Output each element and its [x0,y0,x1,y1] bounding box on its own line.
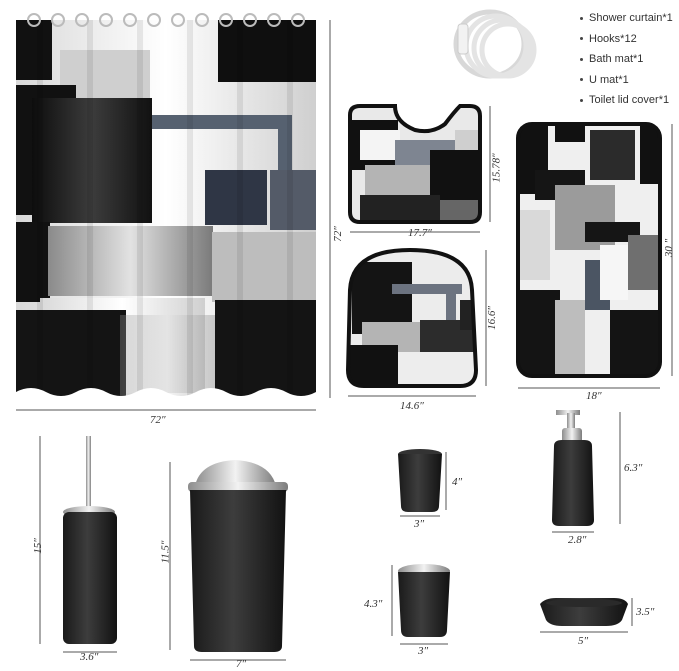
dispenser-height-label: 6.3″ [624,462,643,474]
curtain-width-label: 72″ [150,414,166,426]
bathmat-width-label: 18″ [586,390,602,402]
bin-width-label: 7″ [236,658,247,670]
lid-width-label: 14.6″ [400,400,424,412]
soapdish-width-label: 5″ [578,635,589,647]
list-item: Toilet lid cover*1 [580,90,673,111]
list-item: Hooks*12 [580,29,673,50]
bullet-icon [580,98,583,102]
bullet-icon [580,37,583,41]
hooks-image [453,9,537,79]
cup-height-label: 4″ [452,476,463,488]
bullet-icon [580,16,583,20]
dispenser-width-label: 2.8″ [568,534,587,546]
list-item: Shower curtain*1 [580,8,673,29]
list-item: Bath mat*1 [580,49,673,70]
cup-width-label: 3″ [414,518,425,530]
list-item: U mat*1 [580,70,673,91]
soapdish-height-label: 3.5″ [636,606,655,618]
bullet-icon [580,57,583,61]
holder-height-label: 4.3″ [364,598,383,610]
brush-width-label: 3.6″ [80,651,99,663]
bullet-icon [580,78,583,82]
holder-width-label: 3″ [418,645,429,657]
contents-list: Shower curtain*1 Hooks*12 Bath mat*1 U m… [580,8,673,111]
umat-width-label: 17.7″ [408,227,432,239]
